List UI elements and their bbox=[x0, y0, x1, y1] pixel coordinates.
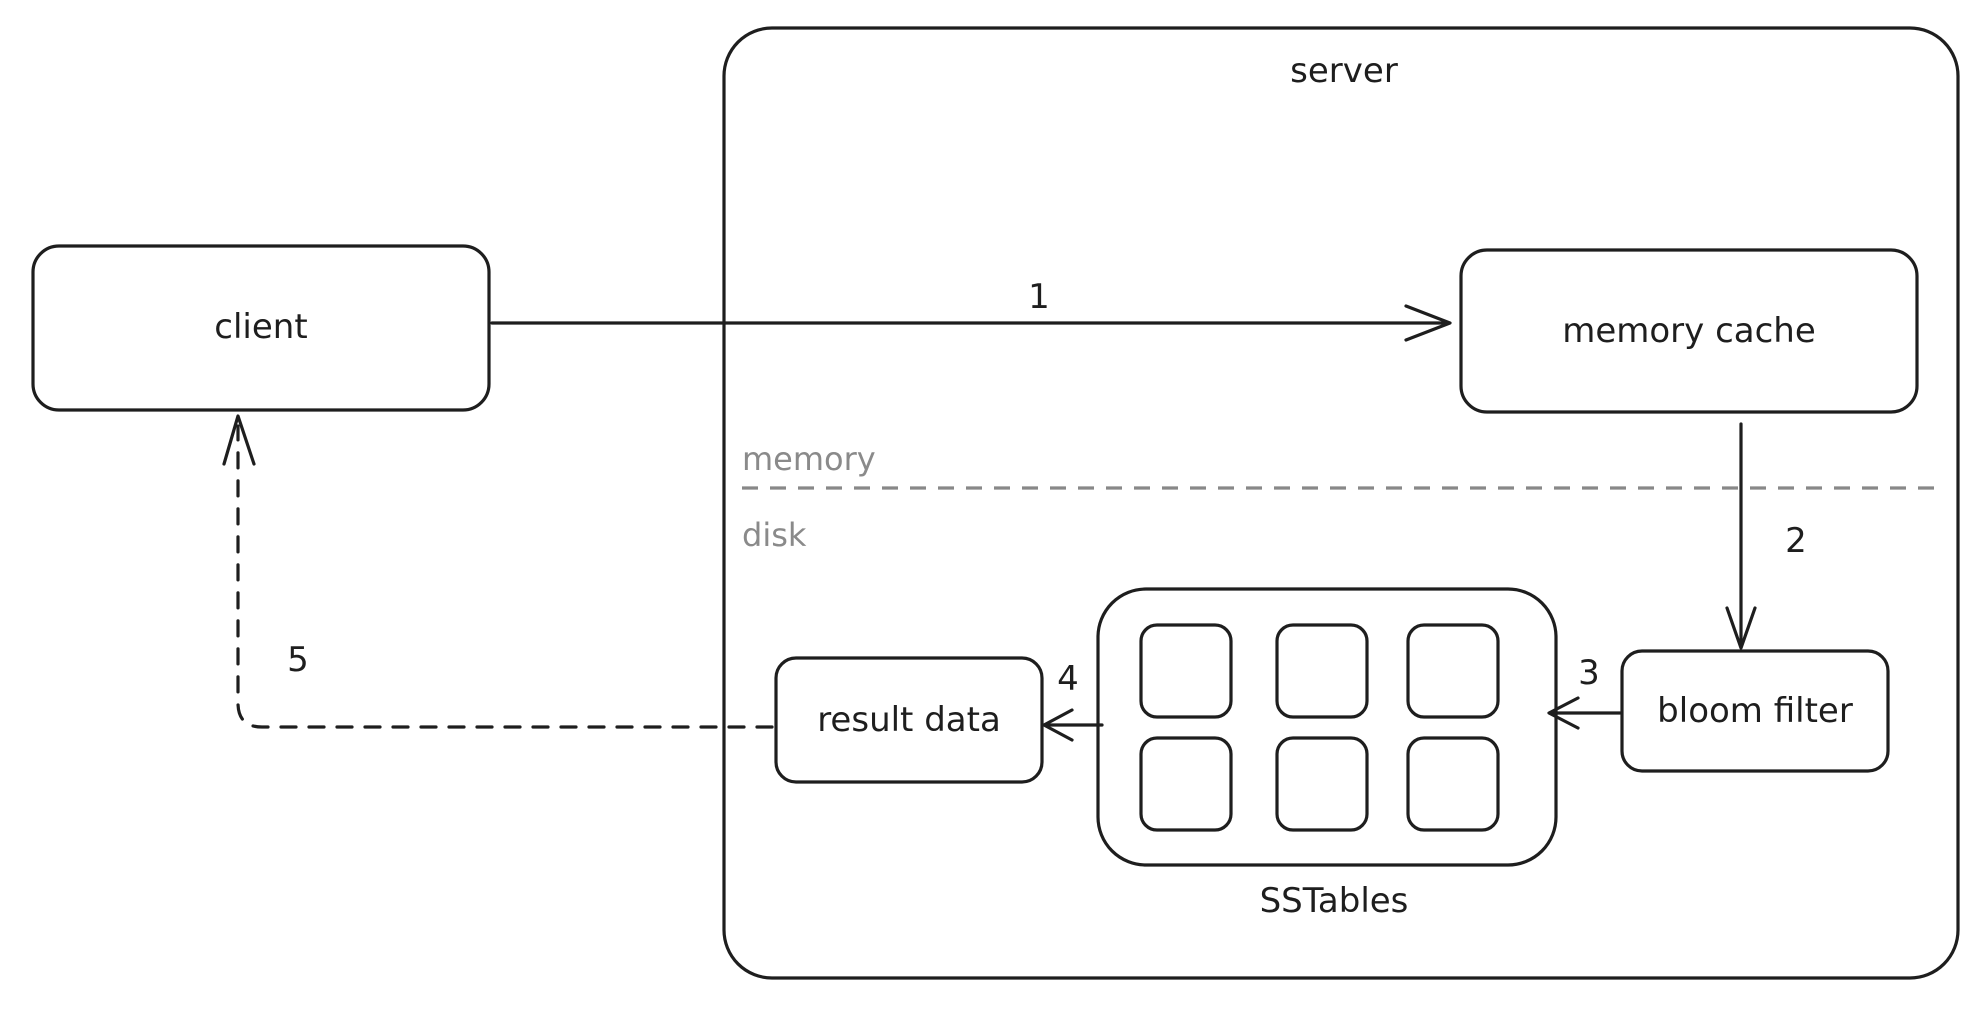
sstables-label: SSTables bbox=[1260, 881, 1409, 921]
step-4-label: 4 bbox=[1057, 659, 1079, 699]
memory-cache-label: memory cache bbox=[1562, 311, 1816, 351]
arrow-step-2 bbox=[1725, 422, 1757, 650]
disk-zone-label: disk bbox=[742, 516, 807, 554]
bloom-filter-box bbox=[1620, 649, 1890, 773]
server-container bbox=[722, 26, 1960, 980]
sstable-cell bbox=[1139, 623, 1233, 719]
server-label: server bbox=[1290, 51, 1398, 91]
step-3-label: 3 bbox=[1578, 653, 1600, 693]
step-5-label: 5 bbox=[287, 640, 309, 680]
bloom-filter-label: bloom filter bbox=[1657, 691, 1853, 731]
step-1-label: 1 bbox=[1028, 277, 1050, 317]
memory-cache-box bbox=[1459, 248, 1919, 414]
client-label: client bbox=[214, 307, 307, 347]
sstable-cell bbox=[1406, 623, 1500, 719]
sstable-cell bbox=[1275, 623, 1369, 719]
sstable-grid bbox=[1139, 623, 1500, 832]
sstable-cell bbox=[1406, 736, 1500, 832]
sstable-cell bbox=[1139, 736, 1233, 832]
arrow-step-5 bbox=[222, 414, 774, 729]
sstables-box bbox=[1096, 587, 1558, 867]
result-data-box bbox=[774, 656, 1044, 784]
arrow-step-1 bbox=[490, 304, 1452, 342]
result-data-label: result data bbox=[817, 700, 1001, 740]
arrow-step-3 bbox=[1547, 696, 1622, 730]
memory-zone-label: memory bbox=[742, 440, 876, 478]
sstable-cell bbox=[1275, 736, 1369, 832]
client-box bbox=[31, 244, 491, 412]
arrow-step-4 bbox=[1042, 708, 1104, 742]
step-2-label: 2 bbox=[1785, 521, 1807, 561]
